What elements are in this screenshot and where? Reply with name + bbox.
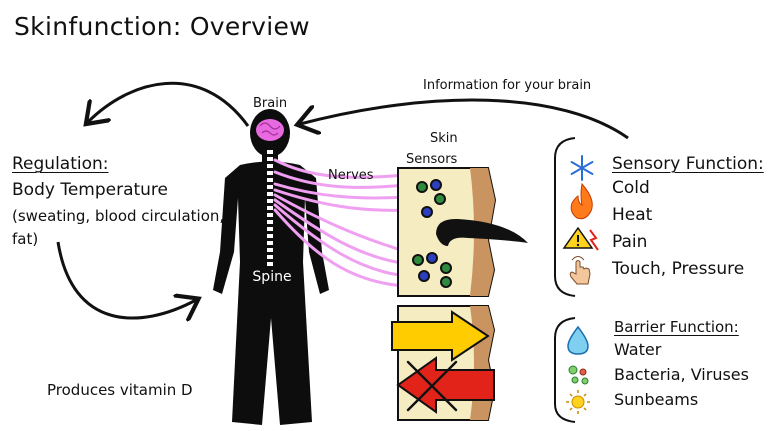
sensory-item-touch: Touch, Pressure — [612, 259, 745, 279]
regulation-line-3: fat) — [12, 230, 39, 248]
info-for-brain-label: Information for your brain — [423, 78, 592, 93]
vitamin-d-label: Produces vitamin D — [47, 381, 193, 399]
sensory-item-heat: Heat — [612, 205, 653, 225]
blocked-cross — [406, 360, 458, 412]
hand-touch-icon — [569, 256, 591, 285]
barrier-item-sunbeams: Sunbeams — [614, 390, 699, 409]
brain-label: Brain — [253, 96, 288, 111]
snowflake-icon — [570, 155, 594, 181]
barrier-heading: Barrier Function: — [614, 318, 739, 336]
arrow-regulation-to-body — [56, 241, 196, 318]
barrier-bracket — [554, 317, 576, 423]
regulation-heading: Regulation: — [12, 154, 109, 174]
barrier-skin-block — [391, 305, 496, 421]
warning-icon — [562, 226, 599, 251]
sensory-item-cold: Cold — [612, 178, 650, 198]
barrier-item-water: Water — [614, 340, 662, 359]
spine-label: Spine — [252, 269, 291, 285]
skin-cross-section — [397, 167, 528, 297]
sensory-item-pain: Pain — [612, 232, 648, 252]
arrow-inbound-yellow — [391, 310, 490, 362]
arrow-sensory-to-brain — [300, 98, 629, 140]
regulation-line-2: (sweating, blood circulation, — [12, 207, 225, 225]
nerves-label: Nerves — [328, 168, 374, 183]
water-drop-icon — [567, 325, 589, 355]
human-silhouette — [213, 109, 329, 425]
sensors-label: Sensors — [406, 152, 458, 167]
regulation-line-1: Body Temperature — [12, 180, 169, 200]
page-title: Skinfunction: Overview — [14, 12, 310, 41]
skin-label: Skin — [430, 131, 458, 146]
sun-icon — [566, 390, 590, 414]
bacteria-icon — [568, 365, 589, 385]
brain-graphic — [256, 119, 284, 141]
sensory-heading: Sensory Function: — [612, 154, 764, 174]
barrier-item-bacteria: Bacteria, Viruses — [614, 365, 749, 384]
nerve-bundle — [273, 158, 410, 288]
arrow-blocked-red — [396, 356, 495, 414]
hair-follicle — [436, 218, 528, 246]
arrow-brain-to-regulation — [88, 81, 250, 127]
sensory-bracket — [554, 137, 576, 297]
flame-icon — [570, 182, 593, 220]
spinal-cord — [267, 150, 273, 266]
